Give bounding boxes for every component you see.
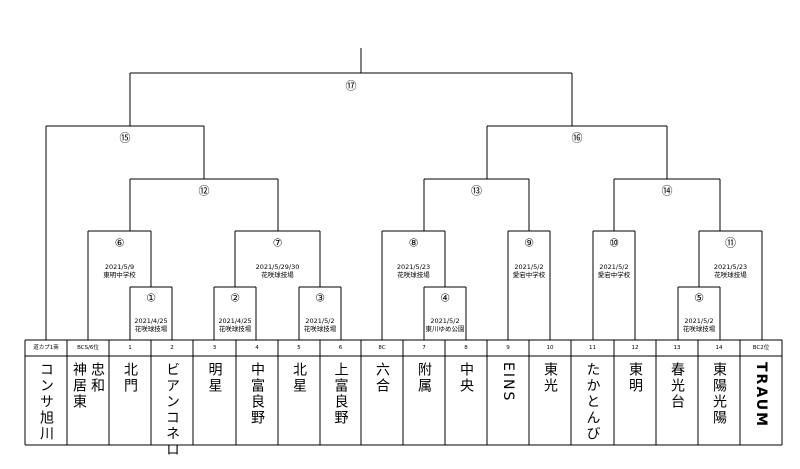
team-name: 北星 [291, 362, 307, 394]
match-number: ⑧ [409, 237, 419, 250]
seed-label: 3 [213, 345, 217, 351]
match-number: ⑦ [273, 237, 283, 250]
seed-label: 9 [506, 345, 510, 351]
team-name: 上富良野 [332, 362, 349, 426]
seed-label: 13 [674, 345, 681, 351]
match-date: 2021/4/25 [134, 317, 167, 325]
match-date: 2021/5/2 [305, 317, 334, 325]
team-name: たかとんび [584, 362, 601, 442]
match-date: 2021/5/23 [714, 263, 747, 271]
match-number: ⑫ [199, 185, 210, 198]
seed-label: 4 [255, 345, 259, 351]
seed-label: BC2位 [753, 343, 770, 351]
team-name: 明星 [206, 362, 223, 394]
team-name: 北門 [122, 362, 138, 394]
match-date: 2021/5/9 [105, 263, 134, 271]
match-number: ⑰ [346, 80, 357, 93]
match-venue: 花咲球技場 [304, 324, 337, 333]
match-date: 2021/5/2 [430, 317, 459, 325]
team-name: 春光台 [669, 362, 685, 410]
match-venue: 花咲球技場 [714, 270, 747, 279]
match-venue: 花咲球技場 [219, 324, 252, 333]
seed-label: 14 [716, 345, 723, 351]
match-number: ⑪ [725, 237, 736, 250]
match-number: ⑩ [609, 237, 619, 250]
match-number: ③ [315, 292, 325, 305]
seed-label: 11 [589, 345, 596, 351]
team-name-cell: 北星 [278, 356, 320, 442]
match-venue: 東川ゆめ公園 [426, 324, 465, 333]
team-name: コンサ旭川 [38, 362, 54, 442]
team-name: 附属 [416, 362, 432, 394]
match-date: 2021/5/29/30 [256, 263, 300, 271]
match-venue: 東明中学校 [103, 270, 136, 279]
match-venue: 愛宕中学校 [598, 270, 631, 279]
match-venue: 花咲球技場 [261, 270, 294, 279]
team-name: 東陽光陽 [711, 362, 727, 426]
team-name-cell: ビアンコネロ [151, 356, 193, 458]
team-name-cell: 忠和 神居東 [67, 356, 109, 442]
match-date: 2021/4/25 [218, 317, 251, 325]
team-name-cell: 明星 [193, 356, 236, 442]
match-venue: 愛宕中学校 [513, 270, 546, 279]
seed-label: BCS/6位 [77, 343, 99, 351]
team-name-cell: 東光 [529, 356, 571, 442]
match-number: ⑯ [572, 132, 583, 145]
team-name: ビアンコネロ [164, 362, 180, 458]
team-name: 東明 [627, 362, 643, 394]
team-name-cell: TRAUM [740, 356, 782, 442]
match-number: ① [146, 292, 156, 305]
team-name-cell: 上富良野 [320, 356, 361, 442]
team-name-cell: 春光台 [656, 356, 698, 442]
team-name-cell: コンサ旭川 [25, 356, 67, 442]
match-venue: 花咲球技場 [683, 324, 716, 333]
match-number: ⑤ [694, 292, 704, 305]
match-date: 2021/5/2 [599, 263, 628, 271]
seed-label: 10 [547, 345, 554, 351]
team-name-cell: 東陽光陽 [698, 356, 740, 442]
match-number: ④ [440, 292, 450, 305]
team-name: TRAUM [753, 362, 769, 429]
team-name-cell: 北門 [109, 356, 151, 442]
seed-label: 2 [170, 345, 174, 351]
team-name-cell: 中富良野 [236, 356, 278, 442]
team-name-cell: EINS [487, 356, 529, 442]
seed-label: 5 [297, 345, 301, 351]
match-number: ⑨ [524, 237, 534, 250]
team-name: EINS [500, 362, 516, 403]
team-name: 中富良野 [249, 362, 265, 426]
team-name-cell: たかとんび [571, 356, 614, 442]
seed-label: 1 [128, 345, 132, 351]
match-number: ② [230, 292, 240, 305]
seed-label: 8C [378, 345, 385, 351]
match-number: ⑮ [120, 132, 131, 145]
team-name-cell: 六合 [361, 356, 403, 442]
seed-label: 12 [632, 345, 639, 351]
match-venue: 花咲球技場 [135, 324, 168, 333]
seed-label: 道カプ1商 [33, 343, 59, 351]
team-name-cell: 東明 [614, 356, 656, 442]
match-venue: 花咲球技場 [397, 270, 430, 279]
match-number: ⑥ [115, 237, 125, 250]
seed-label: 6 [339, 345, 343, 351]
match-number: ⑬ [471, 185, 482, 198]
match-date: 2021/5/2 [514, 263, 543, 271]
match-date: 2021/5/23 [397, 263, 430, 271]
team-name-cell: 附属 [403, 356, 445, 442]
team-name-cell: 中央 [445, 356, 487, 442]
seed-label: 8 [464, 345, 468, 351]
match-date: 2021/5/2 [684, 317, 713, 325]
team-name: 忠和 神居東 [71, 362, 105, 410]
seed-label: 7 [422, 345, 426, 351]
team-name: 中央 [458, 362, 474, 394]
match-number: ⑭ [662, 185, 673, 198]
team-name: 六合 [374, 362, 390, 394]
team-name: 東光 [542, 362, 558, 394]
